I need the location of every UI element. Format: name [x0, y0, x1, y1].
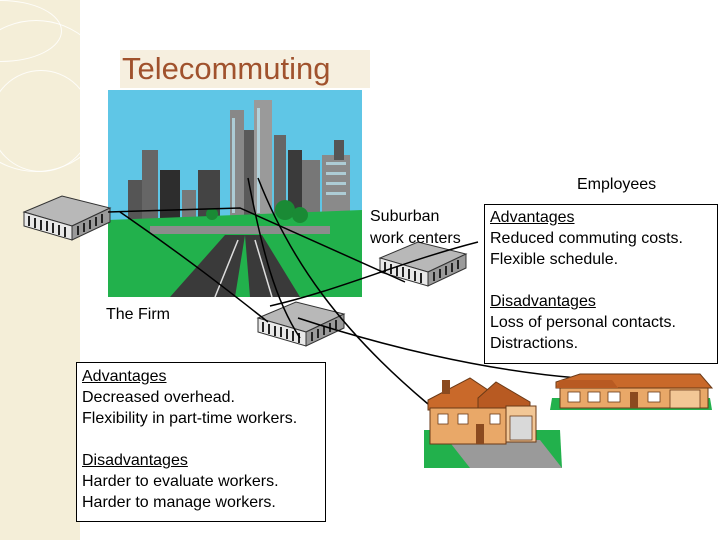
the-firm-label: The Firm [106, 306, 170, 323]
decorative-left-band [0, 0, 112, 540]
employee-disadvantages-heading: Disadvantages [490, 293, 596, 310]
firm-disadvantage-item: Harder to manage workers. [82, 494, 276, 511]
employee-disadvantage-item: Loss of personal contacts. [490, 314, 676, 331]
employee-advantages-heading: Advantages [490, 209, 575, 226]
two-story-house-icon [424, 377, 562, 468]
firm-advantage-item: Decreased overhead. [82, 389, 235, 406]
ranch-house-icon [550, 373, 714, 410]
connection-lines [107, 177, 579, 405]
office-building-icon [23, 195, 111, 241]
firm-disadvantage-item: Harder to evaluate workers. [82, 473, 279, 490]
firm-pros-cons-box: Advantages Decreased overhead. Flexibili… [76, 362, 326, 522]
employee-advantage-item: Reduced commuting costs. [490, 230, 683, 247]
suburban-label-line2: work centers [370, 230, 461, 247]
office-building-icon [257, 301, 345, 347]
slide-title: Telecommuting [120, 50, 370, 88]
employees-label: Employees [577, 176, 657, 193]
suburban-label-line1: Suburban [370, 208, 440, 225]
firm-disadvantages-heading: Disadvantages [82, 452, 188, 469]
city-skyline-clipart [108, 90, 362, 298]
employee-pros-cons-box: Advantages Reduced commuting costs. Flex… [484, 204, 718, 364]
firm-advantage-item: Flexibility in part-time workers. [82, 410, 298, 427]
employee-disadvantage-item: Distractions. [490, 335, 579, 352]
firm-advantages-heading: Advantages [82, 368, 167, 385]
employee-advantage-item: Flexible schedule. [490, 251, 619, 268]
